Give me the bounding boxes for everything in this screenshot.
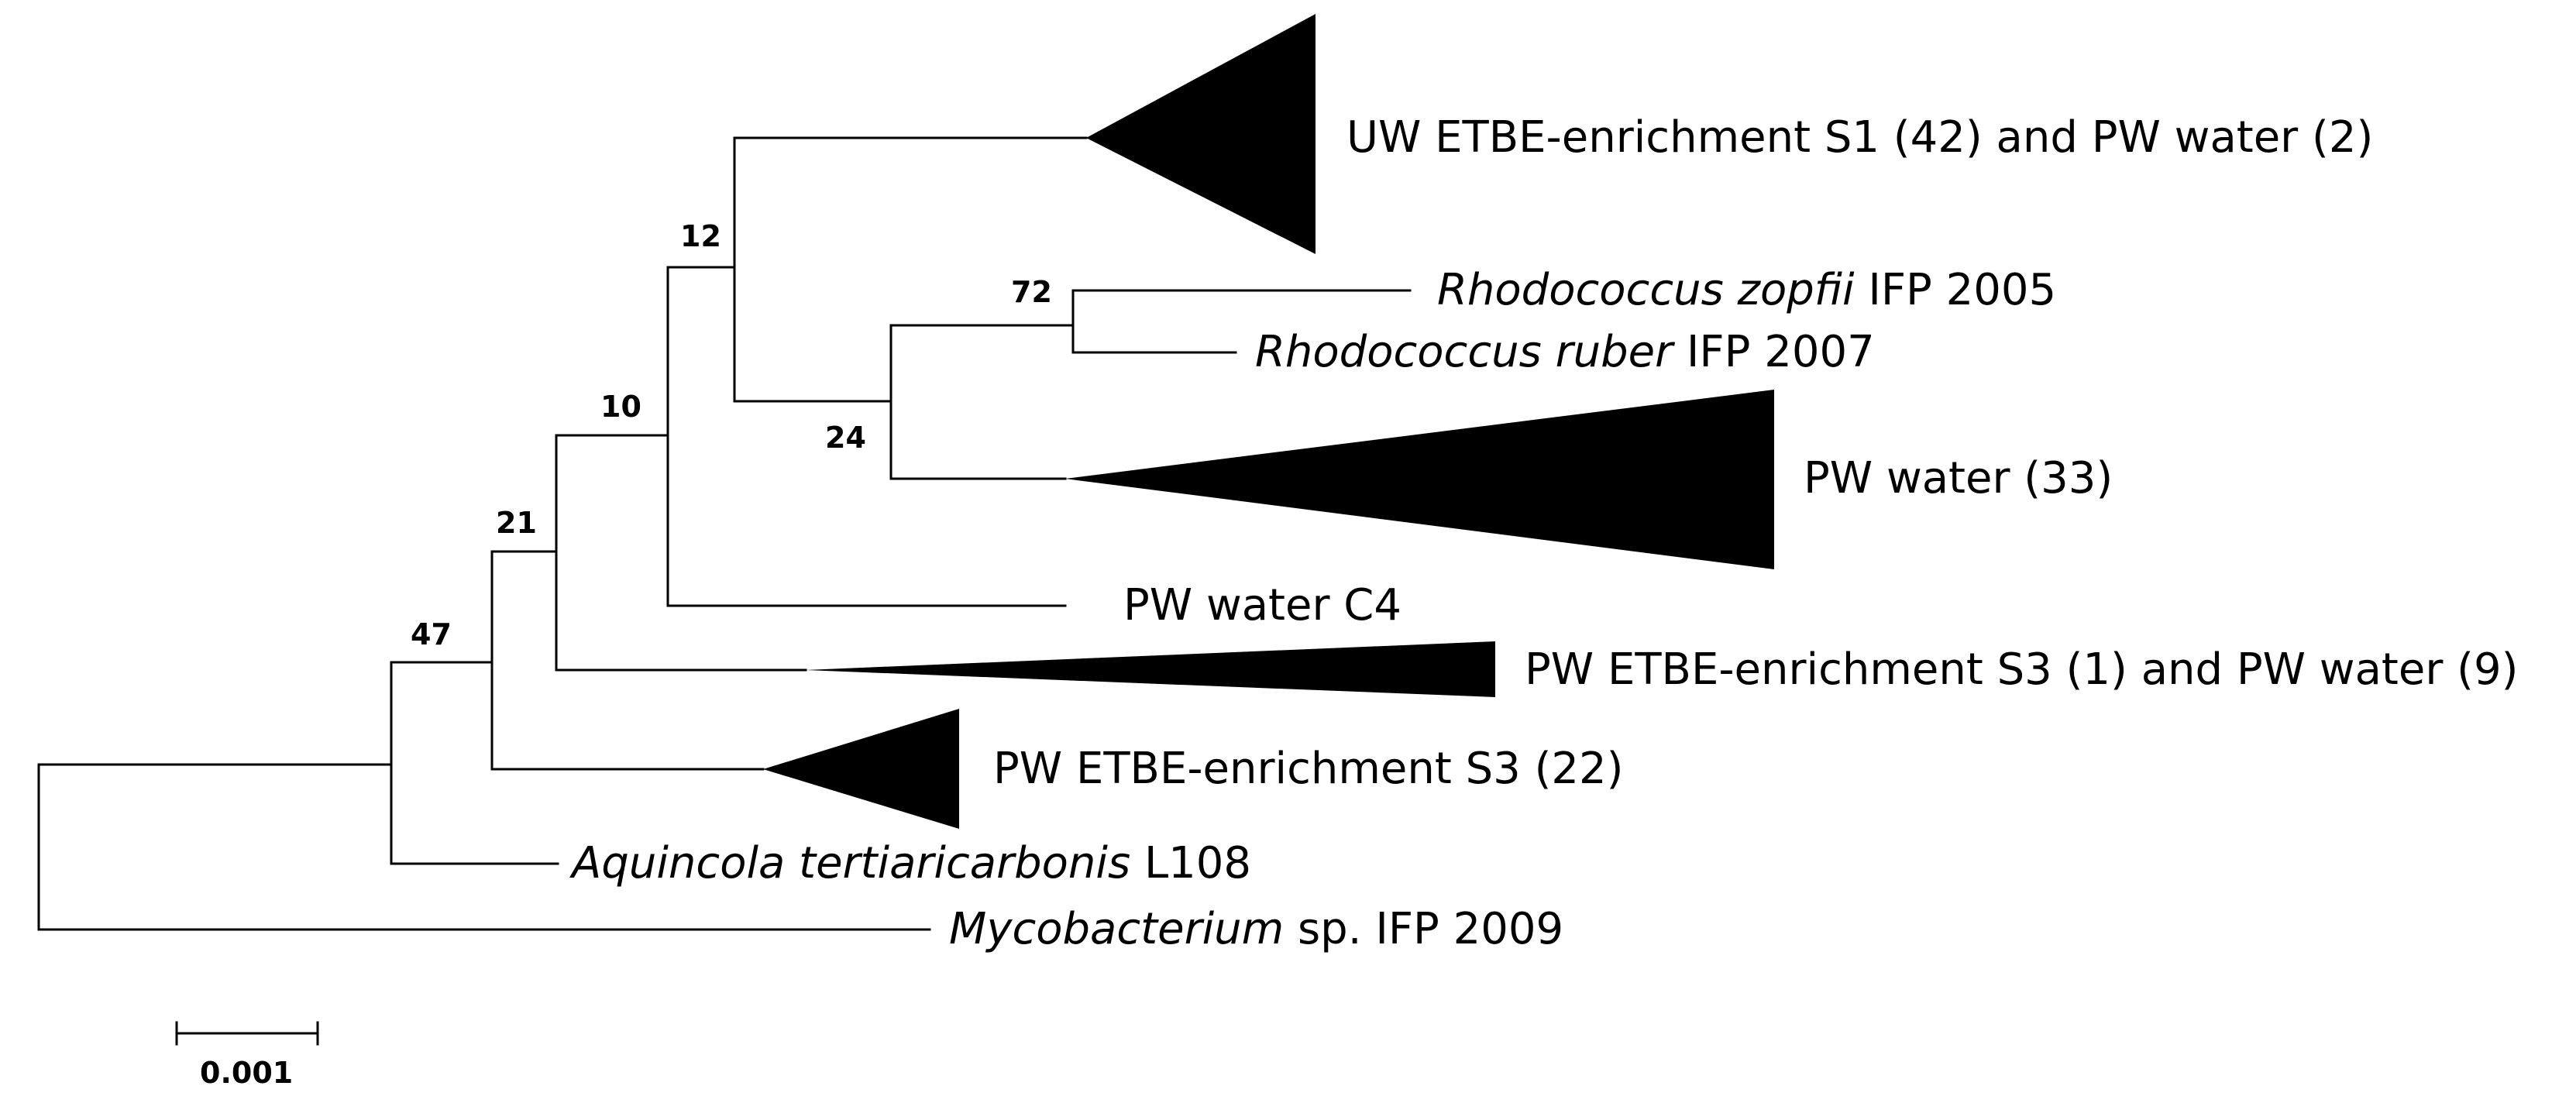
label-pw-water-c4: PW water C4: [1123, 580, 1401, 631]
label-pw-s3-22-clade: PW ETBE-enrichment S3 (22): [993, 744, 1624, 794]
label-uw-s1-clade: UW ETBE-enrichment S1 (42) and PW water …: [1346, 112, 2373, 163]
label-rhodococcus-zopfii: Rhodococcus zopfii IFP 2005: [1437, 265, 2056, 315]
bootstrap-node-12: 12: [680, 219, 721, 253]
bootstrap-node-24: 24: [825, 421, 866, 455]
leaf-labels: UW ETBE-enrichment S1 (42) and PW water …: [569, 112, 2518, 954]
label-pw-s3-mix-clade: PW ETBE-enrichment S3 (1) and PW water (…: [1525, 644, 2518, 695]
bootstrap-node-47: 47: [411, 617, 452, 651]
branch-node-21: [490, 550, 765, 771]
branch-node-47: [390, 661, 559, 865]
branch-node-12: [666, 266, 1067, 607]
label-aquincola: Aquincola tertiaricarbonis L108: [569, 838, 1251, 888]
label-rhodococcus-ruber: Rhodococcus ruber IFP 2007: [1255, 327, 1875, 377]
branch-node-10: [555, 434, 807, 672]
bootstrap-values: 12 72 24 10 21 47: [411, 219, 1052, 651]
branch-node-24-to-72: [889, 324, 1067, 480]
label-mycobacterium: Mycobacterium sp. IFP 2009: [949, 904, 1563, 954]
scale-bar-label: 0.001: [200, 1056, 293, 1090]
clade-triangle-uw-s1: [1086, 14, 1316, 254]
scale-bar: 0.001: [175, 1021, 319, 1090]
label-rhodococcus-zopfii-strain: IFP 2005: [1855, 265, 2057, 315]
bootstrap-node-21: 21: [496, 506, 537, 540]
collapsed-clades: [763, 14, 1774, 829]
label-mycobacterium-genus: Mycobacterium: [949, 904, 1284, 954]
scale-bar-line: [175, 1021, 319, 1046]
label-aquincola-genus: Aquincola tertiaricarbonis: [569, 838, 1130, 888]
clade-triangle-pw33: [1065, 390, 1774, 569]
tree-branches: [37, 136, 1412, 931]
branch-node-24-down: [733, 136, 892, 403]
branch-mycobacterium: [37, 763, 931, 931]
clade-triangle-s3-mix: [806, 641, 1495, 697]
bootstrap-node-10: 10: [600, 390, 641, 424]
label-pw-water-33-clade: PW water (33): [1804, 453, 2113, 503]
label-aquincola-strain: L108: [1130, 838, 1251, 888]
label-rhodococcus-ruber-strain: IFP 2007: [1673, 327, 1875, 377]
clade-triangle-s3-22: [763, 709, 959, 829]
label-rhodococcus-zopfii-genus: Rhodococcus zopfii: [1437, 265, 1855, 315]
label-mycobacterium-strain: sp. IFP 2009: [1284, 904, 1563, 954]
label-rhodococcus-ruber-genus: Rhodococcus ruber: [1255, 327, 1675, 377]
bootstrap-node-72: 72: [1011, 275, 1052, 309]
